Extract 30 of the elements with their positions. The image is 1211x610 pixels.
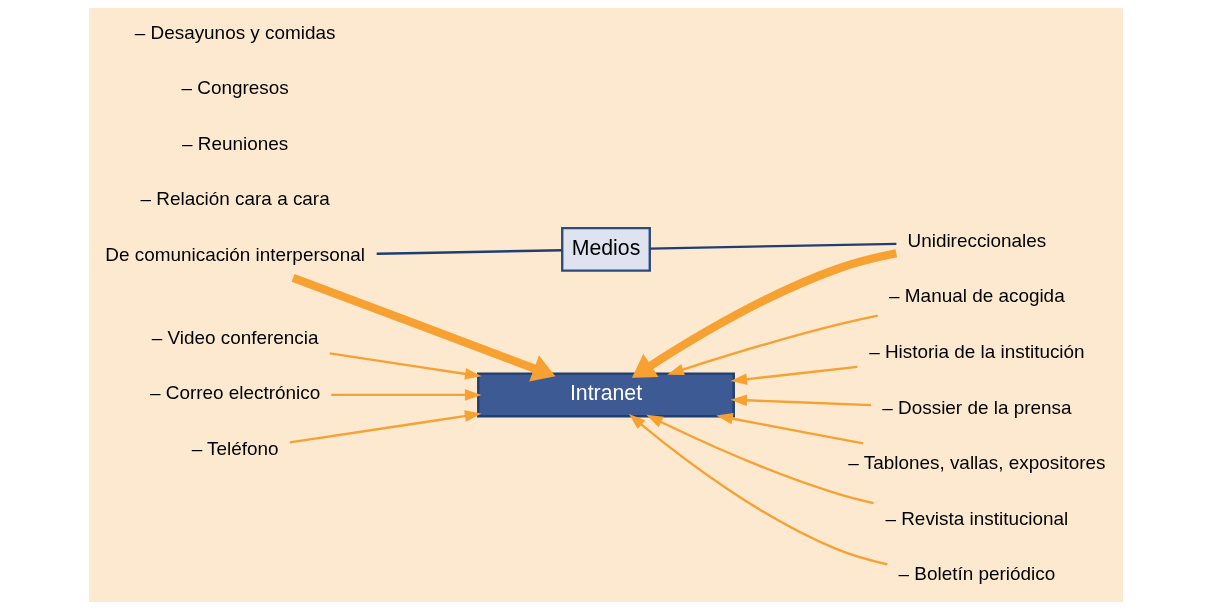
node-text: – Manual de acogida (888, 285, 1065, 307)
connector (376, 249, 562, 255)
node-text: – Boletín periódico (898, 563, 1055, 585)
label: – Reuniones (181, 132, 288, 154)
node-text: – Teléfono (191, 438, 279, 460)
arrow (631, 249, 897, 378)
node-box: Intranet (476, 372, 735, 418)
node-text: – Correo electrónico (149, 382, 320, 404)
connector (649, 242, 896, 250)
node-text: Unidireccionales (907, 229, 1046, 251)
arrow (291, 273, 555, 382)
arrow (666, 314, 878, 376)
arrow (729, 394, 871, 407)
node-text: – Revista institucional (884, 507, 1068, 529)
arrow (289, 410, 481, 444)
label: – Desayunos y comidas (134, 21, 335, 43)
label: – Congresos (181, 77, 289, 99)
arrow (729, 365, 857, 385)
arrow (330, 389, 481, 401)
arrow (329, 352, 482, 380)
node-box: Medios (560, 226, 651, 272)
arrow (715, 412, 863, 445)
node-text: – Video conferencia (151, 326, 318, 348)
label: – Relación cara a cara (140, 188, 330, 210)
node-text: – Historia de la institución (868, 341, 1085, 362)
arrow (645, 414, 874, 505)
arrow (628, 414, 888, 566)
node-text: De comunicación interpersonal (104, 243, 365, 265)
node-text: – Dossier de la prensa (881, 396, 1071, 418)
node-text: – Tablones, vallas, expositores (847, 452, 1105, 474)
